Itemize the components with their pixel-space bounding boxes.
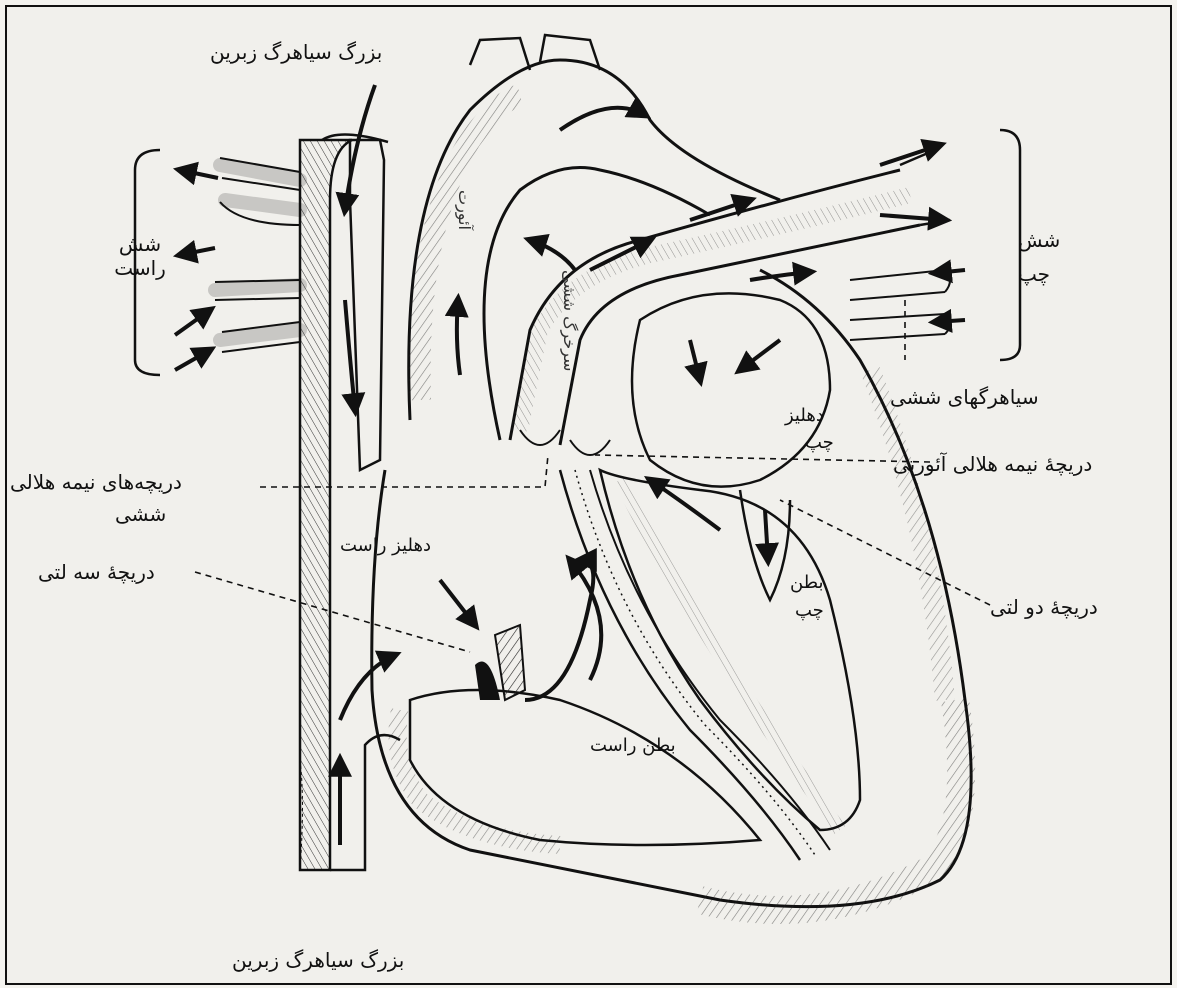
- label-inferior-vena-cava: بزرگ سیاهرگ زبرین: [232, 948, 404, 972]
- label-right-ventricle: بطن راست: [590, 735, 676, 757]
- label-left-atrium-line2: چپ: [805, 432, 834, 454]
- label-aorta: آئورت: [455, 190, 474, 230]
- label-left-ventricle-line2: چپ: [795, 600, 824, 622]
- label-aortic-semilunar-valve: دریچهٔ نیمه هلالی آئورتی: [893, 452, 1092, 476]
- flow-arrows: [175, 85, 965, 845]
- tricuspid-valve: [475, 625, 525, 700]
- semilunar-valves: [520, 430, 610, 455]
- label-right-lung: شش راست: [95, 232, 185, 280]
- right-lung-vessels: [215, 158, 300, 352]
- bicuspid-valve: [740, 490, 790, 600]
- label-pulmonary-semilunar-valves-line1: دریچه‌های نیمه هلالی: [10, 470, 182, 494]
- label-pulmonary-artery: سرخرگ ششی: [560, 270, 579, 371]
- label-right-atrium: دهلیز راست: [340, 535, 431, 557]
- label-tricuspid-valve: دریچهٔ سه لتی: [38, 560, 155, 584]
- label-left-lung-line1: شش: [1018, 228, 1060, 252]
- heart-body: [372, 270, 971, 910]
- label-superior-vena-cava: بزرگ سیاهرگ زبرین: [210, 40, 382, 64]
- right-ventricle: [398, 690, 761, 845]
- label-left-atrium-line1: دهلیز: [785, 405, 824, 427]
- label-left-ventricle-line1: بطن: [790, 572, 823, 594]
- label-pulmonary-semilunar-valves-line2: ششی: [115, 502, 166, 526]
- label-bicuspid-valve: دریچهٔ دو لتی: [990, 595, 1098, 619]
- label-pulmonary-veins: سیاهرگهای ششی: [890, 385, 1039, 409]
- left-ventricle: [600, 470, 860, 830]
- label-left-lung-line2: چپ: [1018, 262, 1050, 286]
- left-lung-vessels: [850, 270, 950, 340]
